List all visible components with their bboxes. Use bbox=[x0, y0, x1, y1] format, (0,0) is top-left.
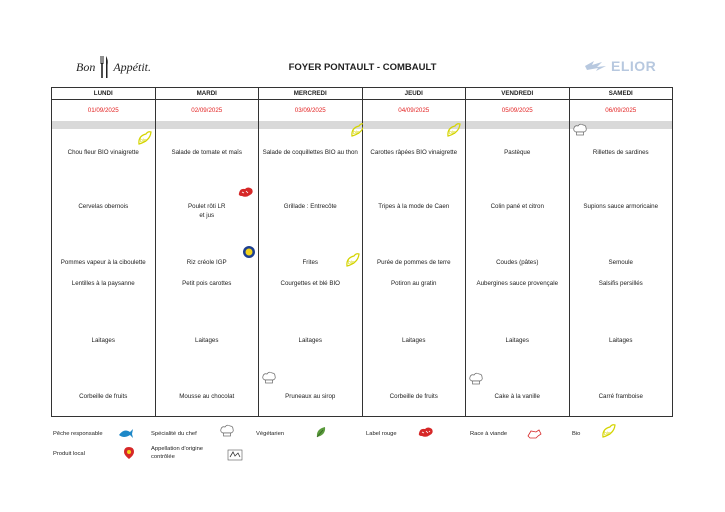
dish-item: Semoule bbox=[608, 259, 633, 266]
dish-item: Petit pois carottes bbox=[182, 280, 232, 287]
day-date: 05/09/2025 bbox=[501, 107, 533, 114]
svg-text:bio: bio bbox=[140, 138, 147, 144]
chef-hat-icon bbox=[220, 424, 234, 437]
day-date: 03/09/2025 bbox=[294, 107, 326, 114]
bio-leaf-icon: bio bbox=[446, 123, 461, 137]
day-name: LUNDI bbox=[52, 88, 155, 100]
fish-icon bbox=[119, 429, 133, 438]
separator-band bbox=[259, 121, 362, 129]
separator-band bbox=[52, 121, 155, 129]
dish-item: Cervelas obernois bbox=[78, 203, 129, 210]
location-pin-icon bbox=[124, 447, 134, 459]
dish-item: Laitages bbox=[505, 337, 529, 344]
logo-text-right: Appétit. bbox=[113, 59, 152, 74]
dish-item: Laitages bbox=[298, 337, 322, 344]
dish-item: Coudes (pâtes) bbox=[496, 259, 539, 266]
leaf-icon bbox=[316, 427, 326, 438]
brand-name: ELIOR bbox=[611, 58, 657, 74]
dish-item: Carré framboise bbox=[598, 393, 643, 400]
label-rouge-icon bbox=[418, 427, 433, 437]
bio-leaf-icon: bio bbox=[138, 131, 152, 145]
bio-leaf-icon: bio bbox=[351, 123, 365, 137]
legend-race-viande-label: Race à viande bbox=[470, 431, 508, 437]
separator-band bbox=[155, 121, 258, 129]
day-name: MARDI bbox=[155, 88, 258, 100]
svg-text:bio: bio bbox=[449, 130, 456, 136]
dish-item: Laitages bbox=[402, 337, 426, 344]
dish-item: Aubergines sauce provençale bbox=[476, 280, 559, 287]
dish-item: Colin pané et citron bbox=[490, 203, 544, 210]
legend-label-rouge-label: Label rouge bbox=[366, 431, 397, 437]
dish-item: Laitages bbox=[195, 337, 219, 344]
dish-item: Mousse au chocolat bbox=[179, 393, 235, 400]
svg-text:bio: bio bbox=[353, 130, 360, 136]
label-rouge-icon bbox=[238, 187, 253, 197]
legend-local-label: Produit local bbox=[53, 451, 85, 457]
day-date: 02/09/2025 bbox=[191, 107, 223, 114]
bon-appetit-logo: Bon Appétit. bbox=[76, 56, 151, 78]
dish-item: Potiron au gratin bbox=[391, 280, 437, 287]
day-name: MERCREDI bbox=[259, 88, 362, 100]
dish-item: Laitages bbox=[609, 337, 633, 344]
dish-item: Cake à la vanille bbox=[494, 393, 540, 400]
dish-item: Purée de pommes de terre bbox=[376, 259, 451, 266]
chef-hat-icon bbox=[262, 371, 276, 384]
legend-vegetarien-label: Végétarien bbox=[256, 431, 285, 437]
separator-band bbox=[466, 121, 569, 129]
dish-item: Salade de coquillettes BIO au thon bbox=[262, 149, 358, 156]
svg-text:bio: bio bbox=[604, 431, 611, 437]
dish-item: Courgettes et blé BIO bbox=[280, 280, 340, 287]
day-date: 06/09/2025 bbox=[605, 107, 637, 114]
page-title: FOYER PONTAULT - COMBAULT bbox=[288, 62, 437, 73]
igp-seal-icon bbox=[242, 246, 255, 258]
svg-text:bio: bio bbox=[348, 260, 355, 266]
day-name: VENDREDI bbox=[466, 88, 569, 100]
dish-item: Pastèque bbox=[504, 149, 531, 156]
separator-band bbox=[569, 121, 672, 129]
day-date: 04/09/2025 bbox=[398, 107, 430, 114]
dish-item: Tripes à la mode de Caen bbox=[378, 203, 450, 210]
dish-item: Pommes vapeur à la ciboulette bbox=[60, 259, 146, 266]
day-date: 01/09/2025 bbox=[87, 107, 119, 114]
chef-hat-icon bbox=[469, 372, 483, 385]
dish-item: Rillettes de sardines bbox=[592, 149, 649, 156]
day-name: SAMEDI bbox=[569, 88, 672, 100]
elior-logo: ELIOR bbox=[584, 58, 656, 74]
chef-hat-icon bbox=[572, 123, 587, 136]
legend-aoc-label: Appellation d'origine contrôlée bbox=[151, 446, 204, 460]
legend-peche-label: Pêche responsable bbox=[53, 431, 103, 437]
cow-icon bbox=[527, 429, 542, 439]
bio-leaf-icon: bio bbox=[602, 424, 616, 438]
dish-item: Supions sauce armoricaine bbox=[583, 203, 659, 210]
dish-item: Pruneaux au sirop bbox=[285, 393, 336, 400]
bio-leaf-icon: bio bbox=[346, 253, 360, 267]
dish-item: Frites bbox=[302, 259, 318, 266]
dish-item: Poulet rôti LR et jus bbox=[188, 203, 226, 219]
dish-item: Salsifis persillés bbox=[598, 280, 643, 287]
cutlery-icon bbox=[100, 56, 109, 78]
dish-item: Riz créole IGP bbox=[186, 259, 227, 266]
elior-star-icon bbox=[585, 61, 606, 71]
logo-text-left: Bon bbox=[76, 59, 96, 74]
legend-bio-label: Bio bbox=[572, 431, 581, 437]
separator-band bbox=[362, 121, 465, 129]
dish-item: Salade de tomate et maïs bbox=[171, 149, 242, 156]
dish-item: Corbeille de fruits bbox=[79, 393, 128, 400]
dish-item: Laitages bbox=[91, 337, 115, 344]
dish-item: Chou fleur BIO vinaigrette bbox=[67, 149, 139, 156]
aoc-icon bbox=[227, 449, 243, 461]
dish-item: Carottes râpées BIO vinaigrette bbox=[370, 149, 458, 156]
legend-chef-label: Spécialité du chef bbox=[151, 431, 197, 437]
day-name: JEUDI bbox=[362, 88, 465, 100]
dish-item: Corbeille de fruits bbox=[389, 393, 438, 400]
dish-item: Grillade : Entrecôte bbox=[283, 203, 337, 210]
dish-item: Lentilles à la paysanne bbox=[71, 280, 135, 287]
